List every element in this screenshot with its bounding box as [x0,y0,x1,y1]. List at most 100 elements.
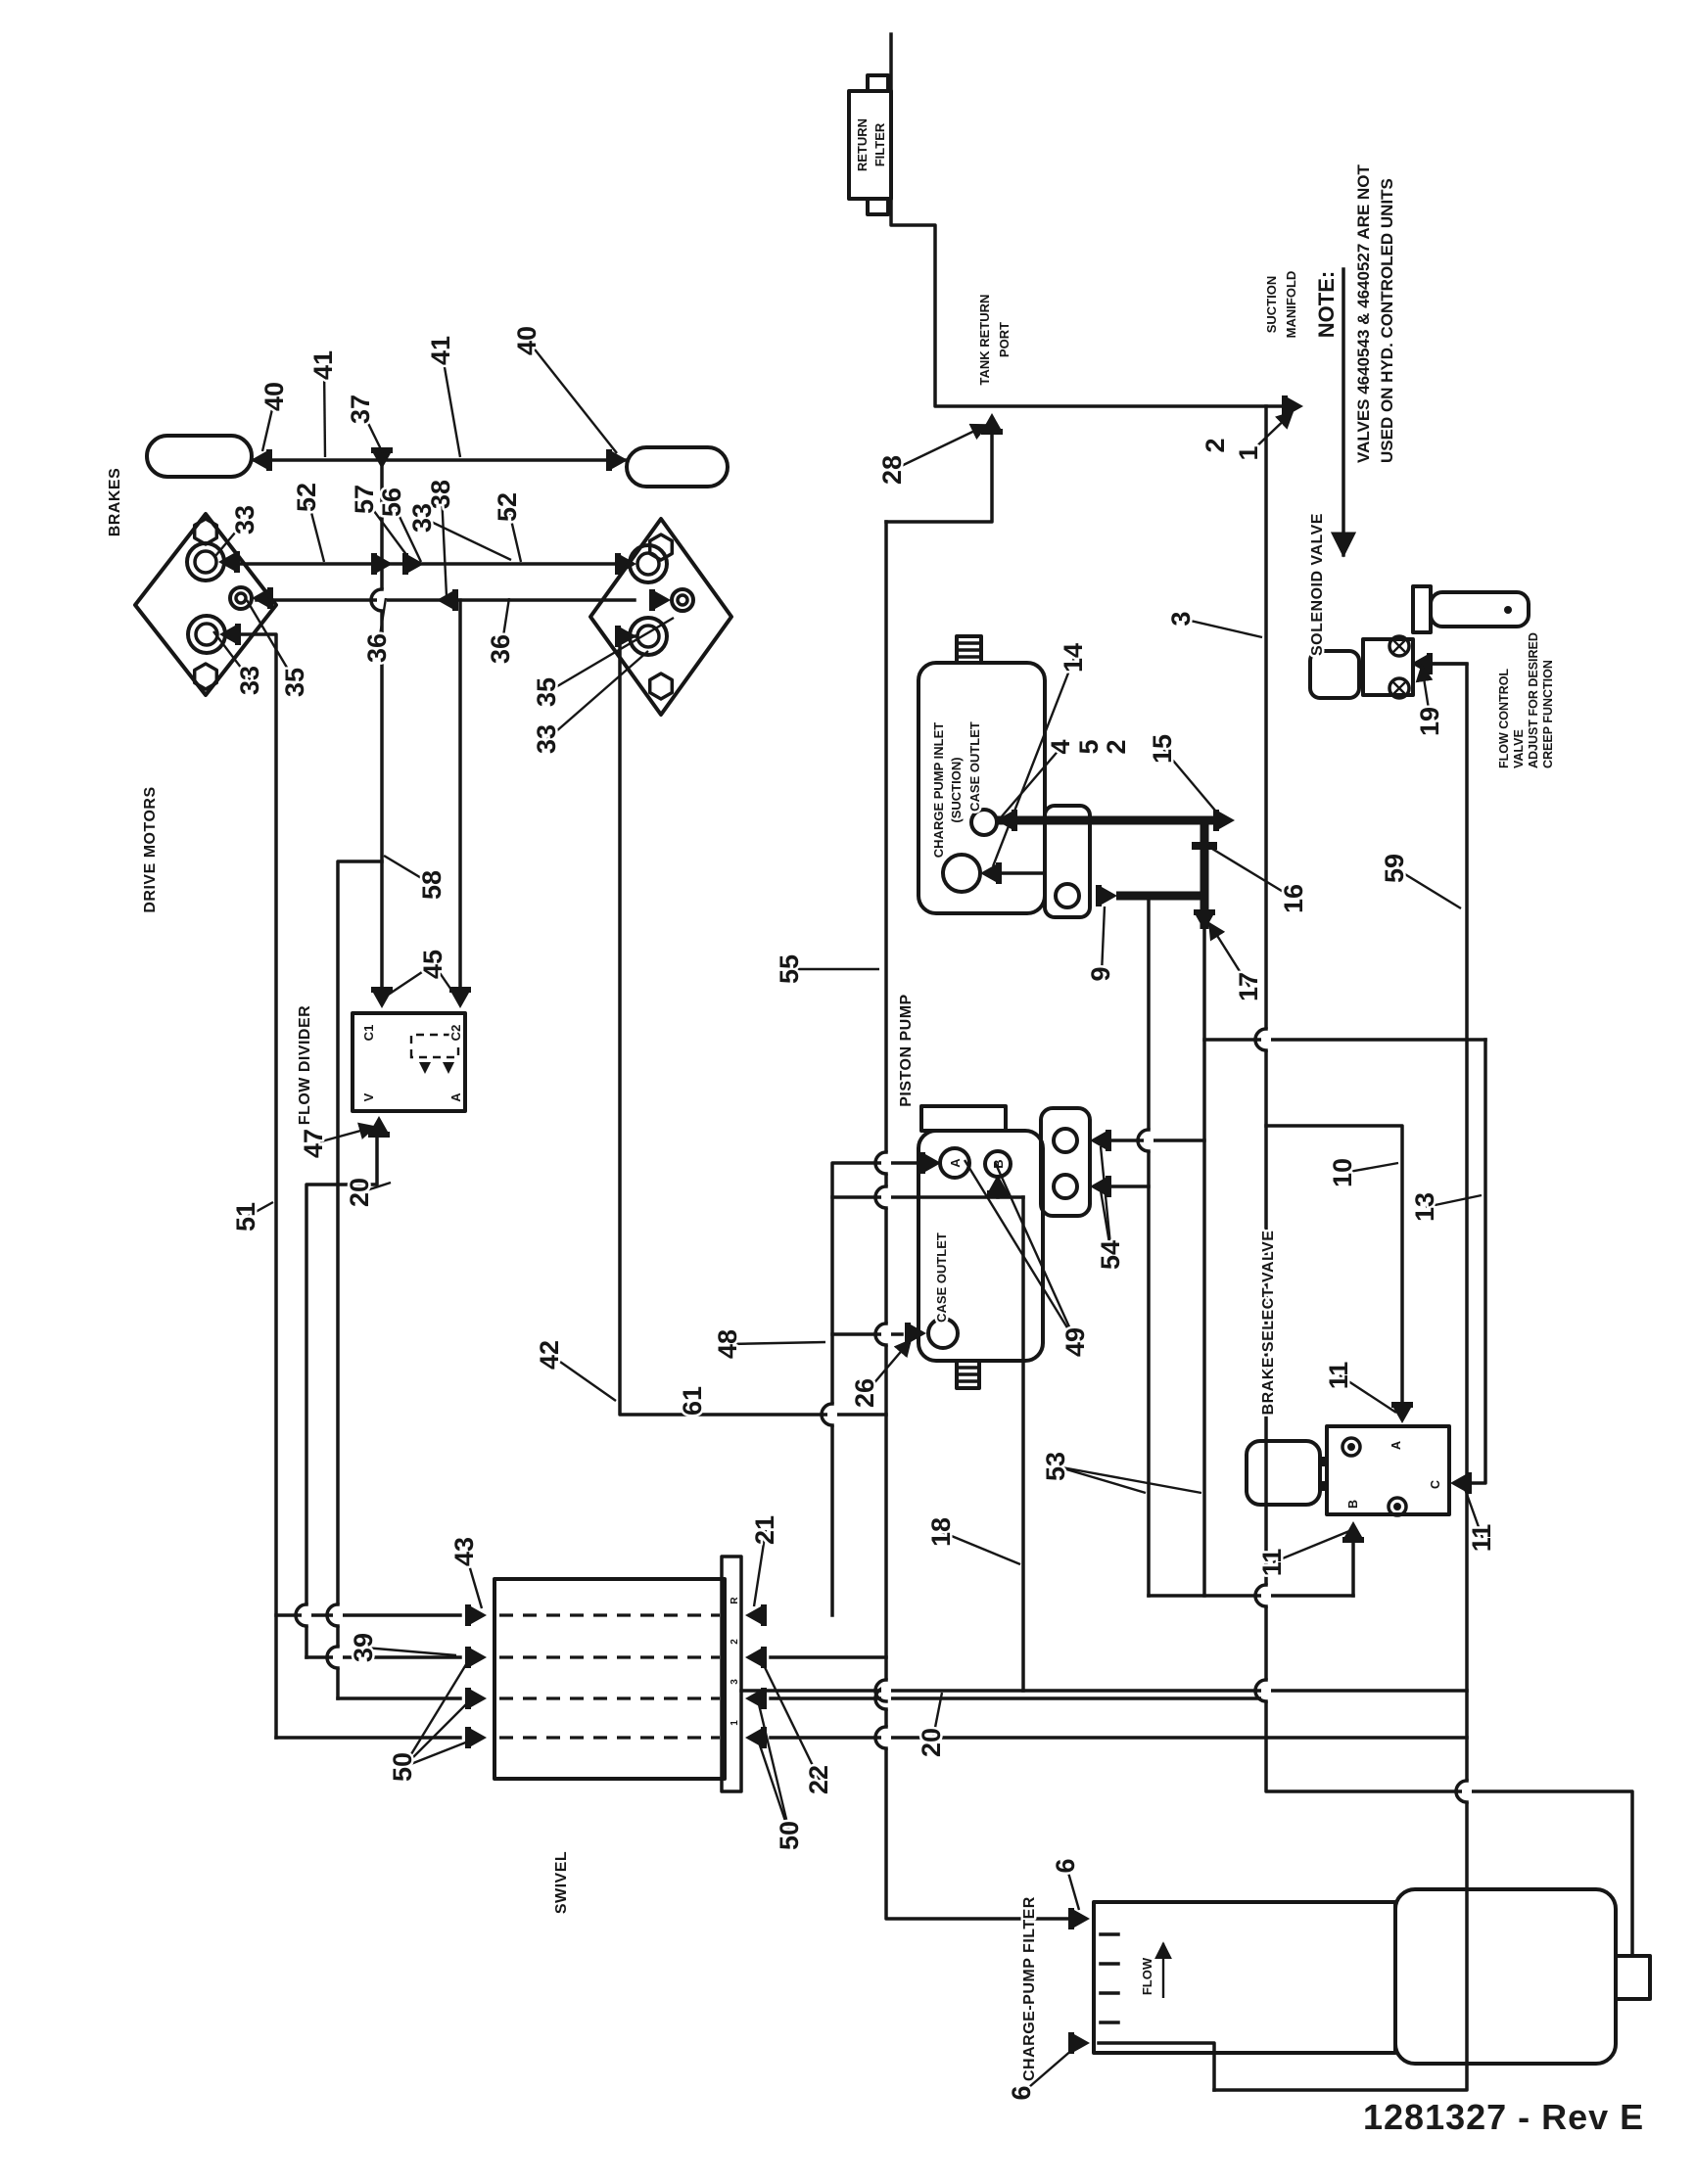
callout-label: 17 [1234,972,1263,1001]
callout-label: 26 [850,1378,879,1408]
charge-pump-inlet-label-2: (SUCTION) [949,757,964,822]
callout-leader [549,1354,617,1402]
callout-label: 47 [299,1129,328,1158]
callout-label: 52 [292,483,321,512]
brake-2 [625,445,730,488]
charge-pump-filter: FLOW CHARGE-PUMP FILTER [1019,1887,1652,2084]
callout-leader [402,1701,469,1768]
fd-port-a: A [448,1092,463,1102]
callout-leader [1425,1193,1483,1209]
callout-label: 41 [426,336,455,365]
callout-label: 40 [512,326,541,355]
callout-leader [1415,664,1434,722]
callout-label: 53 [1041,1452,1070,1481]
flow-control-label-3: ADJUST FOR DESIRED [1527,632,1540,768]
note-line-1: VALVES 4640543 & 4640527 ARE NOT [1354,163,1373,463]
return-filter: RETURN FILTER [847,73,893,216]
callout-label: 56 [377,488,406,517]
brakes-label: BRAKES [107,468,123,537]
callout-leader [401,1660,470,1768]
fitting [606,449,628,471]
fitting [1194,909,1215,931]
tank-return-port: TANK RETURN PORT [975,292,1014,388]
fitting [1391,1402,1413,1423]
flow-divider: C1 C2 V A FLOW DIVIDER [295,1002,467,1128]
callout-leader [363,1646,457,1657]
callout-label: 36 [362,633,392,663]
callout-label: 11 [1324,1362,1353,1390]
charge-pump-inlet-label-1: CHARGE PUMP INLET [931,722,946,858]
note-block: NOTE: VALVES 4640543 & 4640527 ARE NOT U… [1312,162,1399,558]
piston-pump-label: PISTON PUMP [898,994,915,1106]
swivel-port-label: R [730,1597,740,1604]
callout-leader [930,1692,944,1743]
brake-1 [145,434,254,479]
fd-port-v: V [361,1092,376,1101]
callout-leader [941,1530,1021,1566]
hex-bolt [192,517,219,546]
callout-label: 6 [1051,1858,1080,1873]
callout-leader [1162,748,1222,818]
callout-label: 48 [713,1329,742,1359]
note-line-2: USED ON HYD. CONTROLED UNITS [1378,178,1396,463]
callout-label: 57 [350,485,379,514]
fitting [745,1604,767,1626]
callout-label: 40 [259,382,289,411]
callout-label: 4 [1046,739,1075,754]
callout-leader [506,506,523,563]
callout-label: 2 [1102,739,1131,754]
callout-leader [245,599,298,683]
callout-label: 33 [235,666,264,695]
callout-leader [1056,1464,1202,1495]
callout-label: 49 [1060,1327,1090,1357]
fitting [980,862,1002,884]
fitting [1090,1130,1111,1151]
callout-label: 33 [532,724,561,754]
flow-label: FLOW [1140,1957,1154,1995]
callout-label: 38 [426,480,455,509]
callout-label: 58 [417,870,447,900]
pump-port-b: B [991,1159,1006,1168]
callout-leader [383,854,434,887]
fitting [465,1688,487,1709]
drive-motors-label: DRIVE MOTORS [142,786,159,912]
fitting [465,1647,487,1668]
callout-leader [463,1551,484,1609]
callout-leader [1339,1373,1397,1415]
drawing-number: 1281327 - Rev E [1363,2097,1645,2137]
callout-leader [440,493,448,597]
svg-text:SUCTION: SUCTION [1264,276,1279,334]
callout-label: 33 [230,505,259,534]
callout-leader [728,1340,826,1346]
callout-label: 54 [1096,1240,1125,1270]
callout-leader [1100,906,1106,975]
callout-leader [993,1161,1078,1343]
callout-leader [260,395,277,452]
fitting [649,589,671,611]
charge-pump-filter-label: CHARGE-PUMP FILTER [1021,1896,1038,2081]
flow-control-label-1: FLOW CONTROL [1497,669,1511,768]
callout-leader [865,1338,913,1394]
fitting [1450,1472,1472,1494]
callout-leader [359,1181,392,1194]
callout-leader [1462,1485,1484,1539]
svg-text:TANK RETURN: TANK RETURN [977,295,992,386]
callout-leader [1021,2048,1074,2094]
callout-label: 9 [1086,966,1115,981]
callout-leader [440,349,462,458]
svg-text:PORT: PORT [997,322,1012,357]
charge-pump: CHARGE PUMP INLET (SUCTION) CASE OUTLET [917,634,1047,915]
callout-leader [322,364,327,458]
swivel-port-label: 3 [730,1679,740,1685]
callout-label: 18 [926,1517,956,1547]
callout-leader [546,650,649,740]
callout-label: 10 [1328,1158,1357,1187]
charge-pump-outlet-block [1043,804,1092,919]
callout-label: 11 [1257,1549,1287,1577]
callout-label: 15 [1148,734,1177,764]
swivel-port-label: 2 [730,1639,740,1645]
callout-leader [214,519,247,557]
port-fittings [218,395,1472,2054]
callout-label: 5 [1074,739,1104,754]
